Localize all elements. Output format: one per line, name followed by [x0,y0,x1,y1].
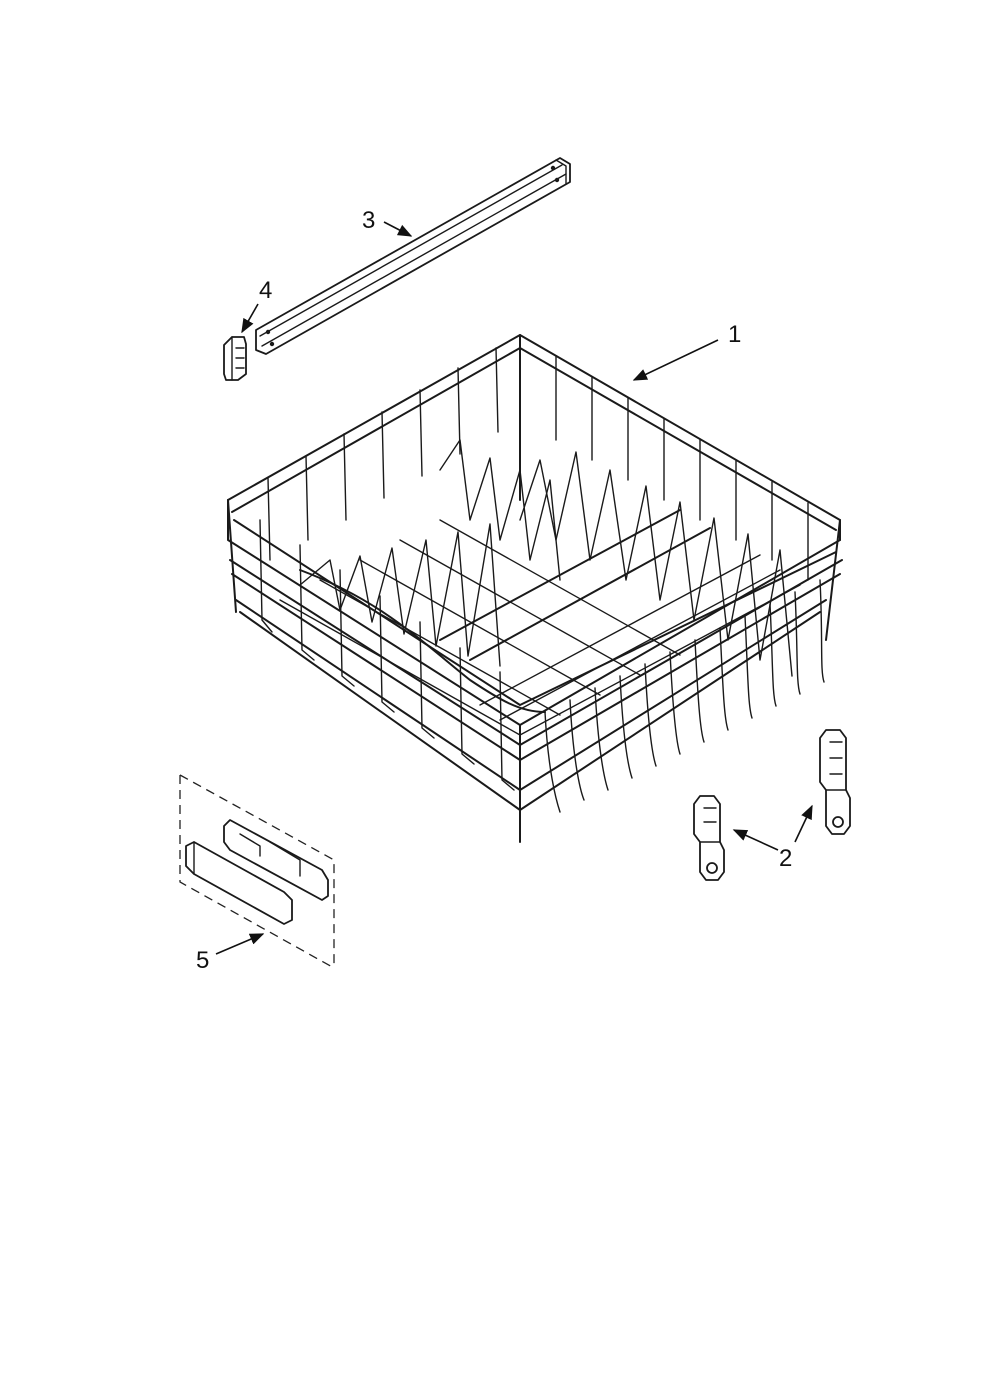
callout-4: 4 [241,277,272,334]
callout-2: 2 [732,804,813,872]
callout-number: 2 [779,845,792,872]
callout-1: 1 [632,321,741,381]
callout-5: 5 [196,933,265,974]
callout-3: 3 [362,207,413,237]
callout-number: 1 [728,321,741,348]
rack-track-icon [255,157,571,355]
rack-handle-icon [179,774,335,969]
dish-rack-icon [227,334,843,843]
callout-number: 5 [196,947,209,974]
callout-number: 4 [259,277,272,304]
callout-number: 3 [362,207,375,234]
rack-adjuster-icon [693,729,851,881]
track-end-cap-icon [223,336,247,381]
